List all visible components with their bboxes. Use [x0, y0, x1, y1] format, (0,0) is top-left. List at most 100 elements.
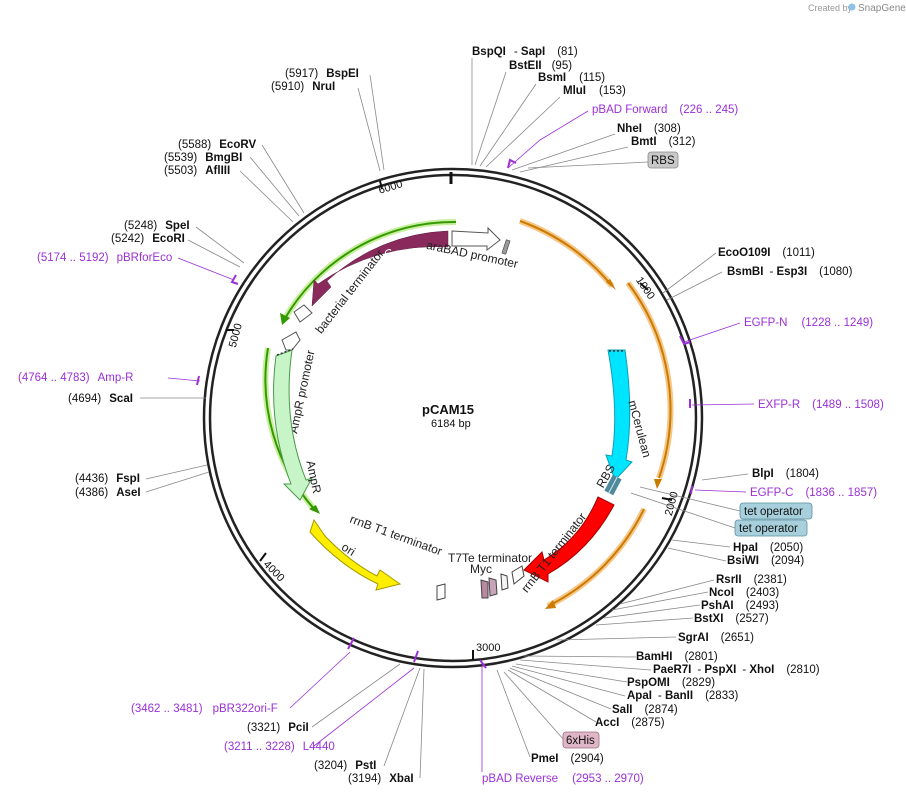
ori-label: ori: [339, 540, 358, 559]
t7te-terminator-marker[interactable]: [500, 573, 509, 591]
site-ncoi[interactable]: NcoI(2403): [709, 587, 779, 599]
credit-prefix: Created by: [808, 3, 853, 13]
myc-label: Myc: [470, 562, 492, 576]
mrfp1-feature[interactable]: [523, 496, 615, 583]
primer-pbr322ori-f[interactable]: (3462 .. 3481)pBR322ori-F: [131, 703, 278, 715]
tick-mark-2000: [661, 497, 673, 501]
primer-egfp-n[interactable]: EGFP-N(1228 .. 1249): [744, 317, 873, 329]
plasmid-center: pCAM15 6184 bp: [422, 402, 474, 430]
site-sgrai[interactable]: SgrAI(2651): [678, 632, 754, 644]
bacterial-terminator-feature[interactable]: [293, 304, 313, 323]
tick-mark-6000: [379, 180, 383, 190]
site-mlui[interactable]: MluI(153): [563, 85, 626, 97]
badges: RBS tet operator tet operator 6xHis: [562, 151, 813, 749]
site-asei[interactable]: (4386)AseI: [75, 487, 141, 499]
primer-egfp-c[interactable]: EGFP-C(1836 .. 1857): [750, 487, 877, 499]
orange-arc-2: [627, 282, 672, 479]
tet-operator-2-badge[interactable]: [734, 519, 808, 537]
backbone: [202, 167, 704, 669]
arabad-marker: [501, 239, 511, 255]
site-bstxi[interactable]: BstXI(2527): [694, 613, 769, 625]
his6-label: 6xHis: [566, 735, 595, 747]
his-tag-feature[interactable]: [480, 579, 489, 599]
rbs-feature[interactable]: [604, 474, 622, 496]
tet-operator-1-badge[interactable]: [739, 502, 813, 520]
tet-operator-2-label: tet operator: [739, 523, 798, 535]
primer-pbrforeco[interactable]: (5174 .. 5192)pBRforEco: [37, 252, 172, 264]
site-blpi[interactable]: BlpI(1804): [752, 468, 819, 480]
orange-arc-1-arrow: [606, 279, 616, 290]
plasmid-size: 6184 bp: [431, 418, 471, 430]
green-arc-1-arrow: [280, 313, 290, 325]
site-psti[interactable]: (3204)PstI: [314, 760, 376, 772]
outer-arcs: [262, 218, 674, 609]
site-pspomi[interactable]: PspOMI(2829): [627, 677, 715, 689]
site-bsiwi[interactable]: BsiWI(2094): [727, 555, 804, 567]
his6-badge[interactable]: [562, 731, 600, 749]
site-paer7i[interactable]: PaeR7I- PspXI- XhoI(2810): [653, 664, 820, 676]
site-pshai[interactable]: PshAI(2493): [701, 600, 779, 612]
primer-pbad-forward[interactable]: pBAD Forward(226 .. 245): [592, 104, 738, 116]
site-fspi[interactable]: (4436)FspI: [75, 473, 140, 485]
tick-label-5000: 5000: [227, 322, 245, 349]
site-scai[interactable]: (4694)ScaI: [68, 393, 133, 405]
tick-label-3000: 3000: [476, 642, 500, 654]
site-rsrii[interactable]: RsrII(2381): [716, 574, 787, 586]
ampr-feature[interactable]: [273, 349, 314, 501]
site-bsmi[interactable]: BsmI(115): [538, 72, 605, 84]
site-hpai[interactable]: HpaI(2050): [733, 542, 803, 554]
tick-label-6000: 6000: [377, 178, 404, 197]
orange-arc-1: [519, 220, 613, 287]
site-bsteii[interactable]: BstEII(95): [509, 60, 572, 72]
site-bamhi[interactable]: BamHI(2801): [636, 651, 718, 663]
site-eco0109i[interactable]: EcoO109I(1011): [718, 247, 815, 259]
site-nrui[interactable]: (5910)NruI: [271, 81, 335, 93]
site-aflii[interactable]: (5503)AflIII: [164, 165, 230, 177]
site-nhei[interactable]: NheI(308): [617, 123, 681, 135]
arabad-promoter-feature[interactable]: [451, 226, 501, 252]
rbs-top-label: RBS: [651, 155, 675, 167]
mcerulean-feature[interactable]: [605, 349, 633, 481]
myc-tag-feature[interactable]: [488, 577, 498, 597]
primer-amp-r[interactable]: (4764 .. 4783)Amp-R: [18, 372, 133, 384]
t7te-terminator-label: T7Te terminator: [448, 551, 532, 565]
site-pmei[interactable]: PmeI(2904): [531, 753, 604, 765]
site-apai[interactable]: ApaI- BanII(2833): [627, 690, 738, 702]
site-spei[interactable]: (5248)SpeI: [124, 220, 190, 232]
orange-arc-glow-1: [518, 218, 615, 288]
primer-exfp-r[interactable]: EXFP-R(1489 .. 1508): [758, 399, 884, 411]
green-arc-2-arrow: [309, 505, 320, 514]
arac-feature[interactable]: [311, 230, 449, 307]
orange-arc-2-arrow: [654, 479, 662, 489]
primer-l4440[interactable]: (3211 .. 3228)L4440: [224, 741, 335, 753]
site-bmti[interactable]: BmtI(312): [631, 136, 696, 148]
site-acci[interactable]: AccI(2875): [595, 717, 665, 729]
rbs-top-badge[interactable]: [647, 151, 679, 169]
leader-lines: [140, 58, 755, 779]
site-bspei[interactable]: (5917)BspEI: [285, 68, 359, 80]
site-ecori[interactable]: (5242)EcoRI: [111, 233, 185, 245]
site-ecorv[interactable]: (5588)EcoRV: [178, 139, 256, 151]
primer-pbad-reverse[interactable]: pBAD Reverse(2953 .. 2970): [482, 773, 644, 785]
site-bspqi[interactable]: BspQI- SapI(81): [472, 46, 578, 58]
orange-arc-3: [547, 508, 645, 607]
tick-mark-1000: [639, 282, 649, 291]
plasmid-name: pCAM15: [422, 402, 474, 417]
orange-arc-3-arrow: [545, 600, 556, 609]
ampr-promoter-feature[interactable]: [281, 331, 301, 351]
rbs-stripe: [608, 476, 618, 494]
backbone-inner-ring: [208, 173, 698, 663]
site-bsmbi[interactable]: BsmBI- Esp3I(1080): [727, 266, 853, 278]
site-pcii[interactable]: (3321)PciI: [247, 722, 309, 734]
site-xbai[interactable]: (3194)XbaI: [348, 773, 414, 785]
tet-operator-1-label: tet operator: [744, 506, 803, 518]
tick-mark-4000: [259, 552, 267, 562]
snapgene-logo-icon: [848, 3, 856, 11]
rrnb-t1-terminator-1-feature[interactable]: [436, 583, 446, 601]
green-arc-1: [283, 220, 457, 321]
ampr-dotted-end: [276, 348, 294, 356]
site-sali[interactable]: SalI(2874): [612, 704, 678, 716]
site-bmgbi[interactable]: (5539)BmgBI: [164, 152, 242, 164]
ori-feature[interactable]: [309, 518, 402, 591]
rrnb-t1-terminator-2-feature[interactable]: [511, 565, 525, 585]
